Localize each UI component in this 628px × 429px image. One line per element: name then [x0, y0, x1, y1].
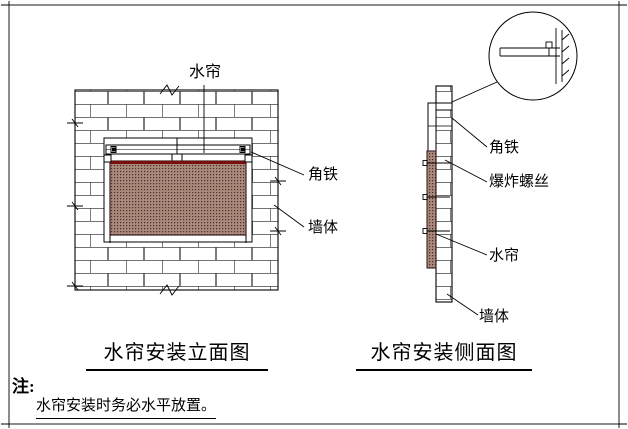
note-text: 水帘安装时务必水平放置。	[36, 397, 217, 419]
side-curtain-label: 水帘	[489, 248, 520, 264]
anchor-bolts	[422, 160, 450, 234]
side-anchor-bolt-label: 爆炸螺丝	[489, 174, 550, 190]
front-curtain-panel	[109, 160, 247, 236]
front-angle-iron-label: 角铁	[308, 167, 339, 183]
side-wall	[435, 85, 453, 303]
detail-bubble	[451, 11, 578, 103]
front-angle-iron	[105, 144, 251, 155]
break-mark-bottom	[159, 284, 180, 296]
front-leader-lines	[203, 85, 305, 228]
front-wall-label: 墙体	[308, 220, 339, 236]
front-elevation	[67, 84, 305, 296]
side-leader-lines	[435, 117, 488, 316]
side-wall-label: 墙体	[479, 309, 510, 325]
side-angle-iron-label: 角铁	[489, 140, 520, 156]
front-curtain-label: 水帘	[189, 64, 222, 81]
wall-edge-ticks	[67, 118, 286, 291]
break-mark-top	[159, 84, 180, 96]
note-prefix: 注:	[12, 377, 35, 396]
front-view-caption: 水帘安装立面图	[86, 341, 268, 371]
side-view-caption: 水帘安装侧面图	[356, 341, 532, 371]
side-elevation	[422, 11, 578, 316]
side-curtain-panel	[426, 150, 437, 269]
curtain-clips	[103, 154, 253, 243]
